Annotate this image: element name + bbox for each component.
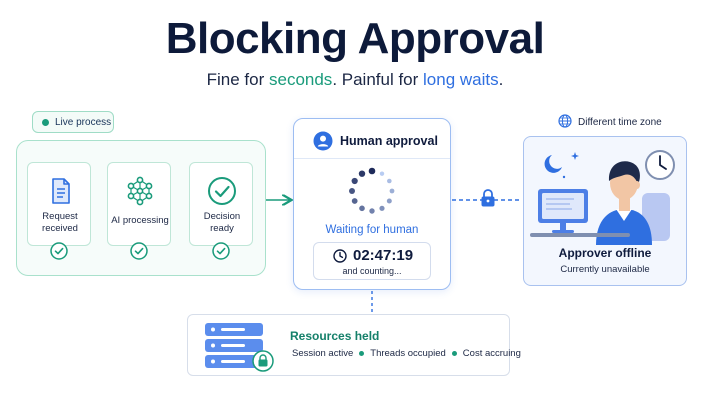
waiting-status: Waiting for human: [325, 224, 419, 236]
timer-subtext: and counting...: [342, 266, 402, 276]
spinner-dot: [387, 178, 392, 184]
neural-network-icon: [127, 176, 153, 206]
resource-item: Threads occupied: [370, 348, 446, 359]
step-label-line: ready: [210, 223, 234, 234]
clock-icon: [333, 249, 347, 263]
user-avatar-icon: [313, 131, 333, 151]
step-label-line: Decision: [203, 211, 241, 222]
spinner-dot: [359, 205, 365, 212]
server-icon: [205, 323, 274, 372]
timezone-label: Different time zone: [578, 117, 662, 128]
subtitle-part: Fine for: [206, 70, 269, 89]
page-title: Blocking Approval: [165, 14, 545, 63]
step-check-icon: [130, 242, 148, 260]
spinner-dot: [351, 198, 358, 204]
step-label-line: received: [42, 223, 78, 234]
resources-title: Resources held: [290, 329, 380, 343]
lock-icon: [481, 189, 495, 207]
spinner-dot: [368, 167, 376, 175]
wall-clock-icon: [645, 150, 675, 180]
spinner-dot: [379, 205, 385, 211]
moon-icon: [544, 155, 562, 173]
step-ai-processing: AI processing: [107, 162, 171, 246]
spinner-dot: [358, 170, 366, 177]
spinner-dot: [369, 208, 375, 214]
spinner-dot: [349, 188, 355, 194]
card-divider: [294, 158, 450, 159]
star-icon: [562, 175, 566, 179]
step-label-line: Request: [42, 211, 78, 222]
spinner-dot: [386, 198, 392, 204]
approval-title: Human approval: [340, 134, 438, 148]
step-label: AI processing: [108, 215, 172, 227]
subtitle-highlight-seconds: seconds: [268, 70, 333, 89]
timer-box: [313, 242, 431, 280]
check-circle-icon: [208, 177, 236, 205]
step-label: Request received: [28, 211, 92, 235]
bullet-dot: [359, 351, 365, 356]
desk-icon: [530, 233, 630, 237]
step-label-line: AI processing: [111, 215, 169, 226]
subtitle-part: . Painful for: [332, 70, 424, 89]
subtitle-part: .: [498, 70, 504, 89]
resources-list: Session active Threads occupied Cost acc…: [292, 348, 521, 359]
approver-status-title: Approver offline: [558, 246, 652, 260]
live-process-badge: Live process: [32, 111, 114, 133]
timer-value: 02:47:19: [353, 247, 414, 264]
globe-icon: [558, 114, 572, 128]
live-process-label: Live process: [55, 116, 112, 128]
resource-item: Session active: [292, 348, 354, 359]
live-status-dot: [42, 118, 49, 126]
step-label: Decision ready: [190, 211, 254, 235]
resource-item: Cost accruing: [462, 348, 521, 359]
approver-illustration: [530, 150, 675, 245]
step-check-icon: [50, 242, 68, 260]
step-check-icon: [212, 242, 230, 260]
spinner-dot: [351, 177, 358, 185]
star-icon: [571, 152, 579, 160]
step-request-received: Request received: [27, 162, 91, 246]
monitor-icon: [538, 189, 588, 233]
step-decision-ready: Decision ready: [189, 162, 253, 246]
approver-status-subtitle: Currently unavailable: [560, 264, 650, 275]
loading-spinner-icon: [349, 167, 395, 214]
page-subtitle: Fine for seconds. Painful for long waits…: [0, 70, 710, 90]
subtitle-highlight-long-waits: long waits: [423, 70, 499, 89]
document-icon: [52, 178, 70, 204]
spinner-dot: [389, 188, 395, 194]
bullet-dot: [451, 351, 457, 356]
spinner-dot: [379, 171, 385, 176]
server-lock-icon: [252, 350, 274, 372]
